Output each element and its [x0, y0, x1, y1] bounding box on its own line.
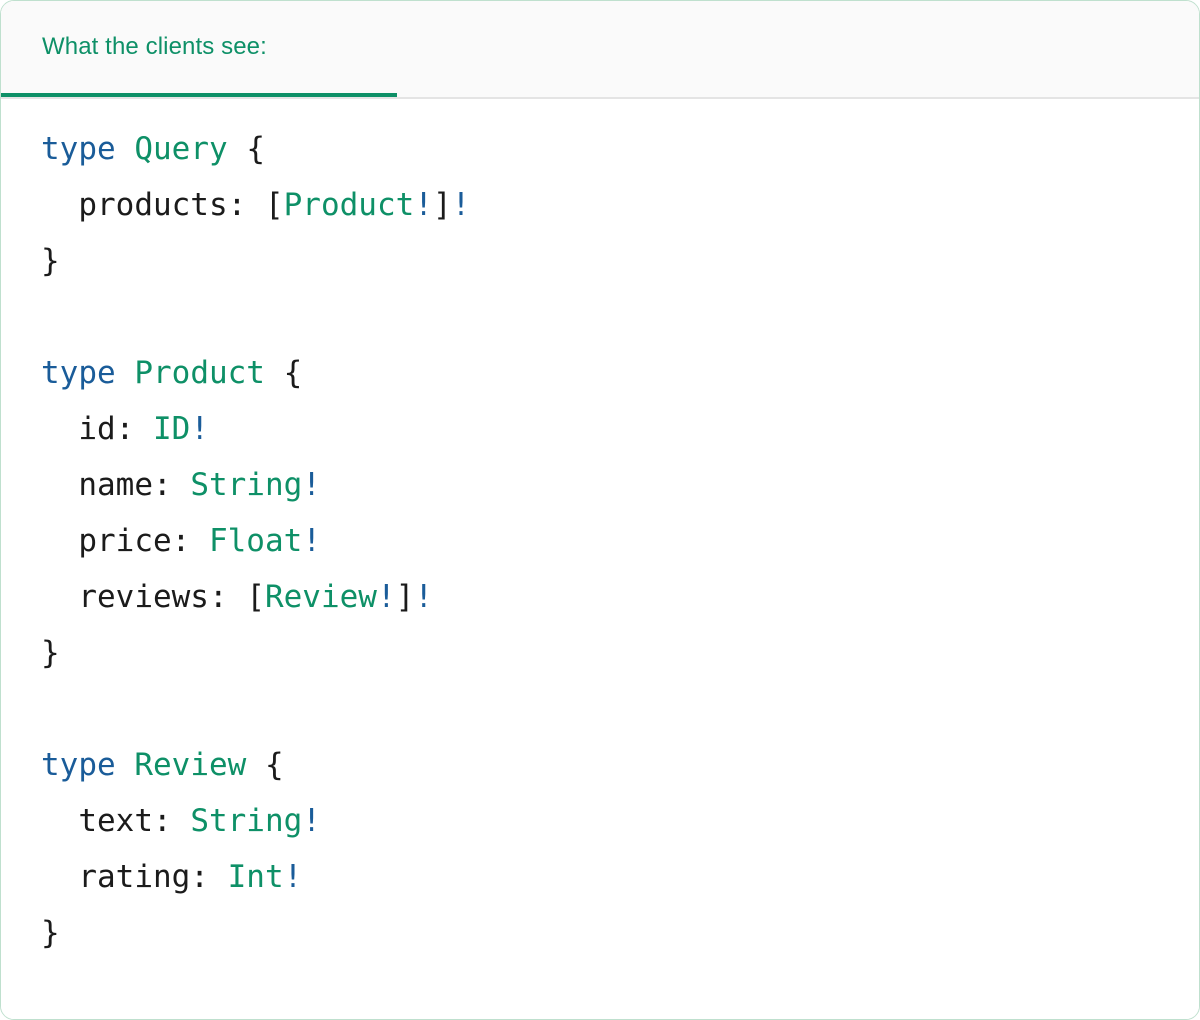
tab-bar: What the clients see: [1, 1, 1199, 99]
code-line: type Query { [41, 121, 1199, 177]
code-token-punct: [ [264, 187, 284, 223]
code-token-bang: ! [302, 803, 321, 839]
code-line: reviews: [Review!]! [41, 569, 1199, 625]
code-token-field: reviews: [41, 579, 247, 615]
code-line: } [41, 233, 1199, 289]
code-line: products: [Product!]! [41, 177, 1199, 233]
code-token-type: ID [152, 411, 191, 447]
code-token-punct: ] [432, 187, 452, 223]
code-token-punct: { [227, 131, 265, 167]
code-token-bang: ! [451, 187, 471, 223]
code-token-bang: ! [302, 467, 321, 503]
code-line: id: ID! [41, 401, 1199, 457]
code-line: name: String! [41, 457, 1199, 513]
code-line: type Review { [41, 737, 1199, 793]
code-token-punct: { [246, 747, 284, 783]
code-token-type: Product [283, 187, 415, 223]
code-token-field: text: [41, 803, 191, 839]
code-token-punct: } [41, 635, 60, 671]
code-token-type: String [190, 467, 303, 503]
code-token-kw: type [41, 355, 135, 391]
code-token-field: products: [41, 187, 265, 223]
code-line: } [41, 625, 1199, 681]
code-line [41, 681, 1199, 737]
code-token-kw: type [41, 747, 135, 783]
code-line: price: Float! [41, 513, 1199, 569]
code-token-bang: ! [414, 187, 433, 223]
code-token-type: Int [227, 859, 284, 895]
code-token-field: rating: [41, 859, 228, 895]
graphql-schema-code: type Query { products: [Product!]!} type… [1, 121, 1199, 961]
code-token-type: Review [264, 579, 377, 615]
code-line: rating: Int! [41, 849, 1199, 905]
code-token-bang: ! [302, 523, 321, 559]
code-line: } [41, 905, 1199, 961]
code-token-field: name: [41, 467, 191, 503]
code-line [41, 289, 1199, 345]
code-token-bang: ! [376, 579, 396, 615]
tab-what-the-clients-see[interactable]: What the clients see: [1, 1, 397, 97]
code-token-type: Review [134, 747, 247, 783]
code-token-punct: { [264, 355, 303, 391]
code-token-kw: type [41, 131, 135, 167]
code-token-punct: } [41, 915, 60, 951]
code-token-type: Product [134, 355, 265, 391]
code-token-type: Float [208, 523, 303, 559]
code-token-field: id: [41, 411, 153, 447]
code-token-field: price: [41, 523, 209, 559]
code-token-punct: [ [246, 579, 265, 615]
code-viewer: type Query { products: [Product!]!} type… [1, 99, 1199, 1019]
code-token-punct: ] [395, 579, 415, 615]
code-token-type: String [190, 803, 303, 839]
code-token-bang: ! [414, 579, 433, 615]
code-token-bang: ! [190, 411, 209, 447]
code-line: text: String! [41, 793, 1199, 849]
code-token-bang: ! [283, 859, 303, 895]
tab-label: What the clients see: [42, 33, 267, 60]
code-line: type Product { [41, 345, 1199, 401]
code-token-punct: } [41, 243, 60, 279]
code-token-type: Query [134, 131, 228, 167]
